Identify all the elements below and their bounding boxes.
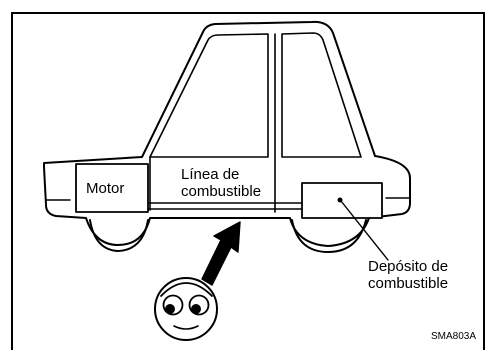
engine-box <box>75 163 149 213</box>
frame-border <box>11 12 485 350</box>
rear-window <box>149 33 269 158</box>
fuel-tank-leader <box>340 200 389 261</box>
front-window <box>281 32 362 158</box>
inspection-arrow-icon <box>201 221 241 286</box>
fuel-tank-label-line2: combustible <box>368 275 449 292</box>
front-wheel <box>291 219 367 253</box>
fuel-line-label-line2: combustible <box>181 183 262 200</box>
fuel-tank-label: Depósito de combustible <box>368 258 448 292</box>
fuel-tank-label-line1: Depósito de <box>368 258 449 275</box>
inspector-face-icon <box>154 277 218 341</box>
engine-label: Motor <box>86 180 125 197</box>
rear-wheel <box>89 219 149 252</box>
figure-code: SMA803A <box>430 331 476 342</box>
fuel-line-label-line1: Línea de <box>181 166 240 183</box>
fuel-line-label: Línea de combustible <box>181 166 261 200</box>
